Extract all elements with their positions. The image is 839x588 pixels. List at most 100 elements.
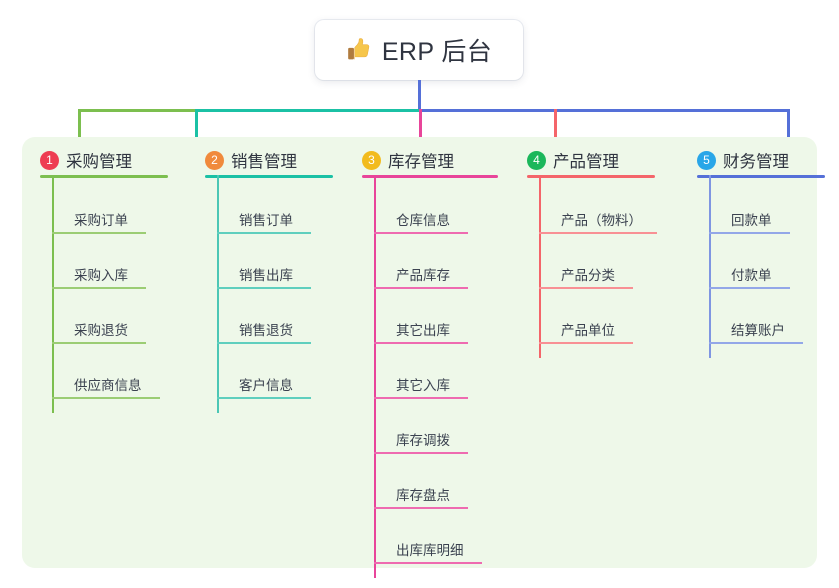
module-badge-3: 3 [362,150,381,170]
root-node-title: ERP 后台 [381,38,493,66]
module-title-4: 产品管理 [553,153,619,171]
leaf-label: 销售订单 [239,213,293,228]
module-header-5[interactable]: 5 财务管理 [697,148,789,172]
connector-trunk-vertical [418,80,421,111]
module-badge-5: 5 [697,150,716,170]
leaf-underline [709,232,790,234]
module-spine-4 [539,175,541,358]
leaf-label: 付款单 [731,268,772,283]
leaf-label: 库存盘点 [396,488,450,503]
module-title-3: 库存管理 [388,153,454,171]
module-header-1[interactable]: 1 采购管理 [40,148,132,172]
connector-bus-green [78,109,197,112]
connector-drop-3 [419,109,422,154]
leaf-label: 客户信息 [239,378,293,393]
thumbs-up-icon [348,38,370,60]
leaf-label: 采购退货 [74,323,128,338]
module-spine-1 [52,175,54,413]
leaf-underline [52,232,146,234]
leaf-item[interactable]: 其它出库 [374,295,478,344]
leaf-item[interactable]: 产品分类 [539,240,643,289]
leaf-underline [374,342,468,344]
leaf-underline [374,507,468,509]
leaf-label: 产品库存 [396,268,450,283]
leaf-underline [709,342,803,344]
leaf-item[interactable]: 采购入库 [52,240,156,289]
leaf-label: 其它出库 [396,323,450,338]
module-header-3[interactable]: 3 库存管理 [362,148,454,172]
connector-bus-blue [420,109,790,112]
leaf-underline [52,287,146,289]
leaf-underline [217,232,311,234]
leaf-item[interactable]: 供应商信息 [52,350,170,399]
connector-drop-2 [195,109,198,154]
module-badge-1: 1 [40,150,59,170]
leaf-label: 采购订单 [74,213,128,228]
leaf-item[interactable]: 回款单 [709,185,800,234]
connector-drop-5 [787,109,790,154]
leaf-item[interactable]: 采购订单 [52,185,156,234]
leaf-label: 回款单 [731,213,772,228]
leaf-item[interactable]: 产品单位 [539,295,643,344]
root-node-card[interactable]: ERP 后台 [315,20,523,80]
connector-bus-teal [195,109,422,112]
leaf-label: 供应商信息 [74,378,142,393]
leaf-underline [52,342,146,344]
leaf-item[interactable]: 产品（物料） [539,185,667,234]
leaf-underline [539,342,633,344]
leaf-item[interactable]: 出库库明细 [374,515,492,564]
module-underline-2 [205,175,333,178]
leaf-underline [374,287,468,289]
module-badge-2: 2 [205,150,224,170]
leaf-item[interactable]: 销售出库 [217,240,321,289]
leaf-underline [374,232,468,234]
leaf-label: 产品（物料） [561,213,642,228]
leaf-underline [217,397,311,399]
leaf-underline [374,562,482,564]
modules-panel: 1 采购管理 采购订单 采购入库 采购退货 供应商信息 [22,137,825,578]
leaf-underline [217,287,311,289]
leaf-label: 结算账户 [731,323,785,338]
leaf-item[interactable]: 客户信息 [217,350,321,399]
leaf-label: 出库库明细 [396,543,464,558]
leaf-underline [374,452,468,454]
leaf-underline [539,287,633,289]
leaf-item[interactable]: 其它入库 [374,350,478,399]
module-underline-5 [697,175,825,178]
leaf-item[interactable]: 库存盘点 [374,460,478,509]
module-spine-2 [217,175,219,413]
module-badge-4: 4 [527,150,546,170]
leaf-underline [217,342,311,344]
leaf-label: 销售出库 [239,268,293,283]
leaf-label: 产品分类 [561,268,615,283]
module-underline-1 [40,175,168,178]
module-spine-5 [709,175,711,358]
module-spine-3 [374,175,376,578]
module-title-1: 采购管理 [66,153,132,171]
connector-drop-1 [78,109,81,154]
leaf-item[interactable]: 销售退货 [217,295,321,344]
leaf-item[interactable]: 采购退货 [52,295,156,344]
module-underline-4 [527,175,655,178]
leaf-label: 销售退货 [239,323,293,338]
leaf-item[interactable]: 结算账户 [709,295,813,344]
leaf-label: 采购入库 [74,268,128,283]
leaf-item[interactable]: 仓库信息 [374,185,478,234]
leaf-item[interactable]: 付款单 [709,240,800,289]
module-title-5: 财务管理 [723,153,789,171]
leaf-item[interactable]: 产品库存 [374,240,478,289]
leaf-underline [52,397,160,399]
module-title-2: 销售管理 [231,153,297,171]
leaf-item[interactable]: 销售订单 [217,185,321,234]
leaf-underline [374,397,468,399]
module-header-2[interactable]: 2 销售管理 [205,148,297,172]
leaf-label: 库存调拨 [396,433,450,448]
module-underline-3 [362,175,498,178]
leaf-item[interactable]: 库存调拨 [374,405,478,454]
connector-drop-4 [554,109,557,154]
leaf-underline [709,287,790,289]
leaf-label: 产品单位 [561,323,615,338]
module-header-4[interactable]: 4 产品管理 [527,148,619,172]
leaf-label: 仓库信息 [396,213,450,228]
